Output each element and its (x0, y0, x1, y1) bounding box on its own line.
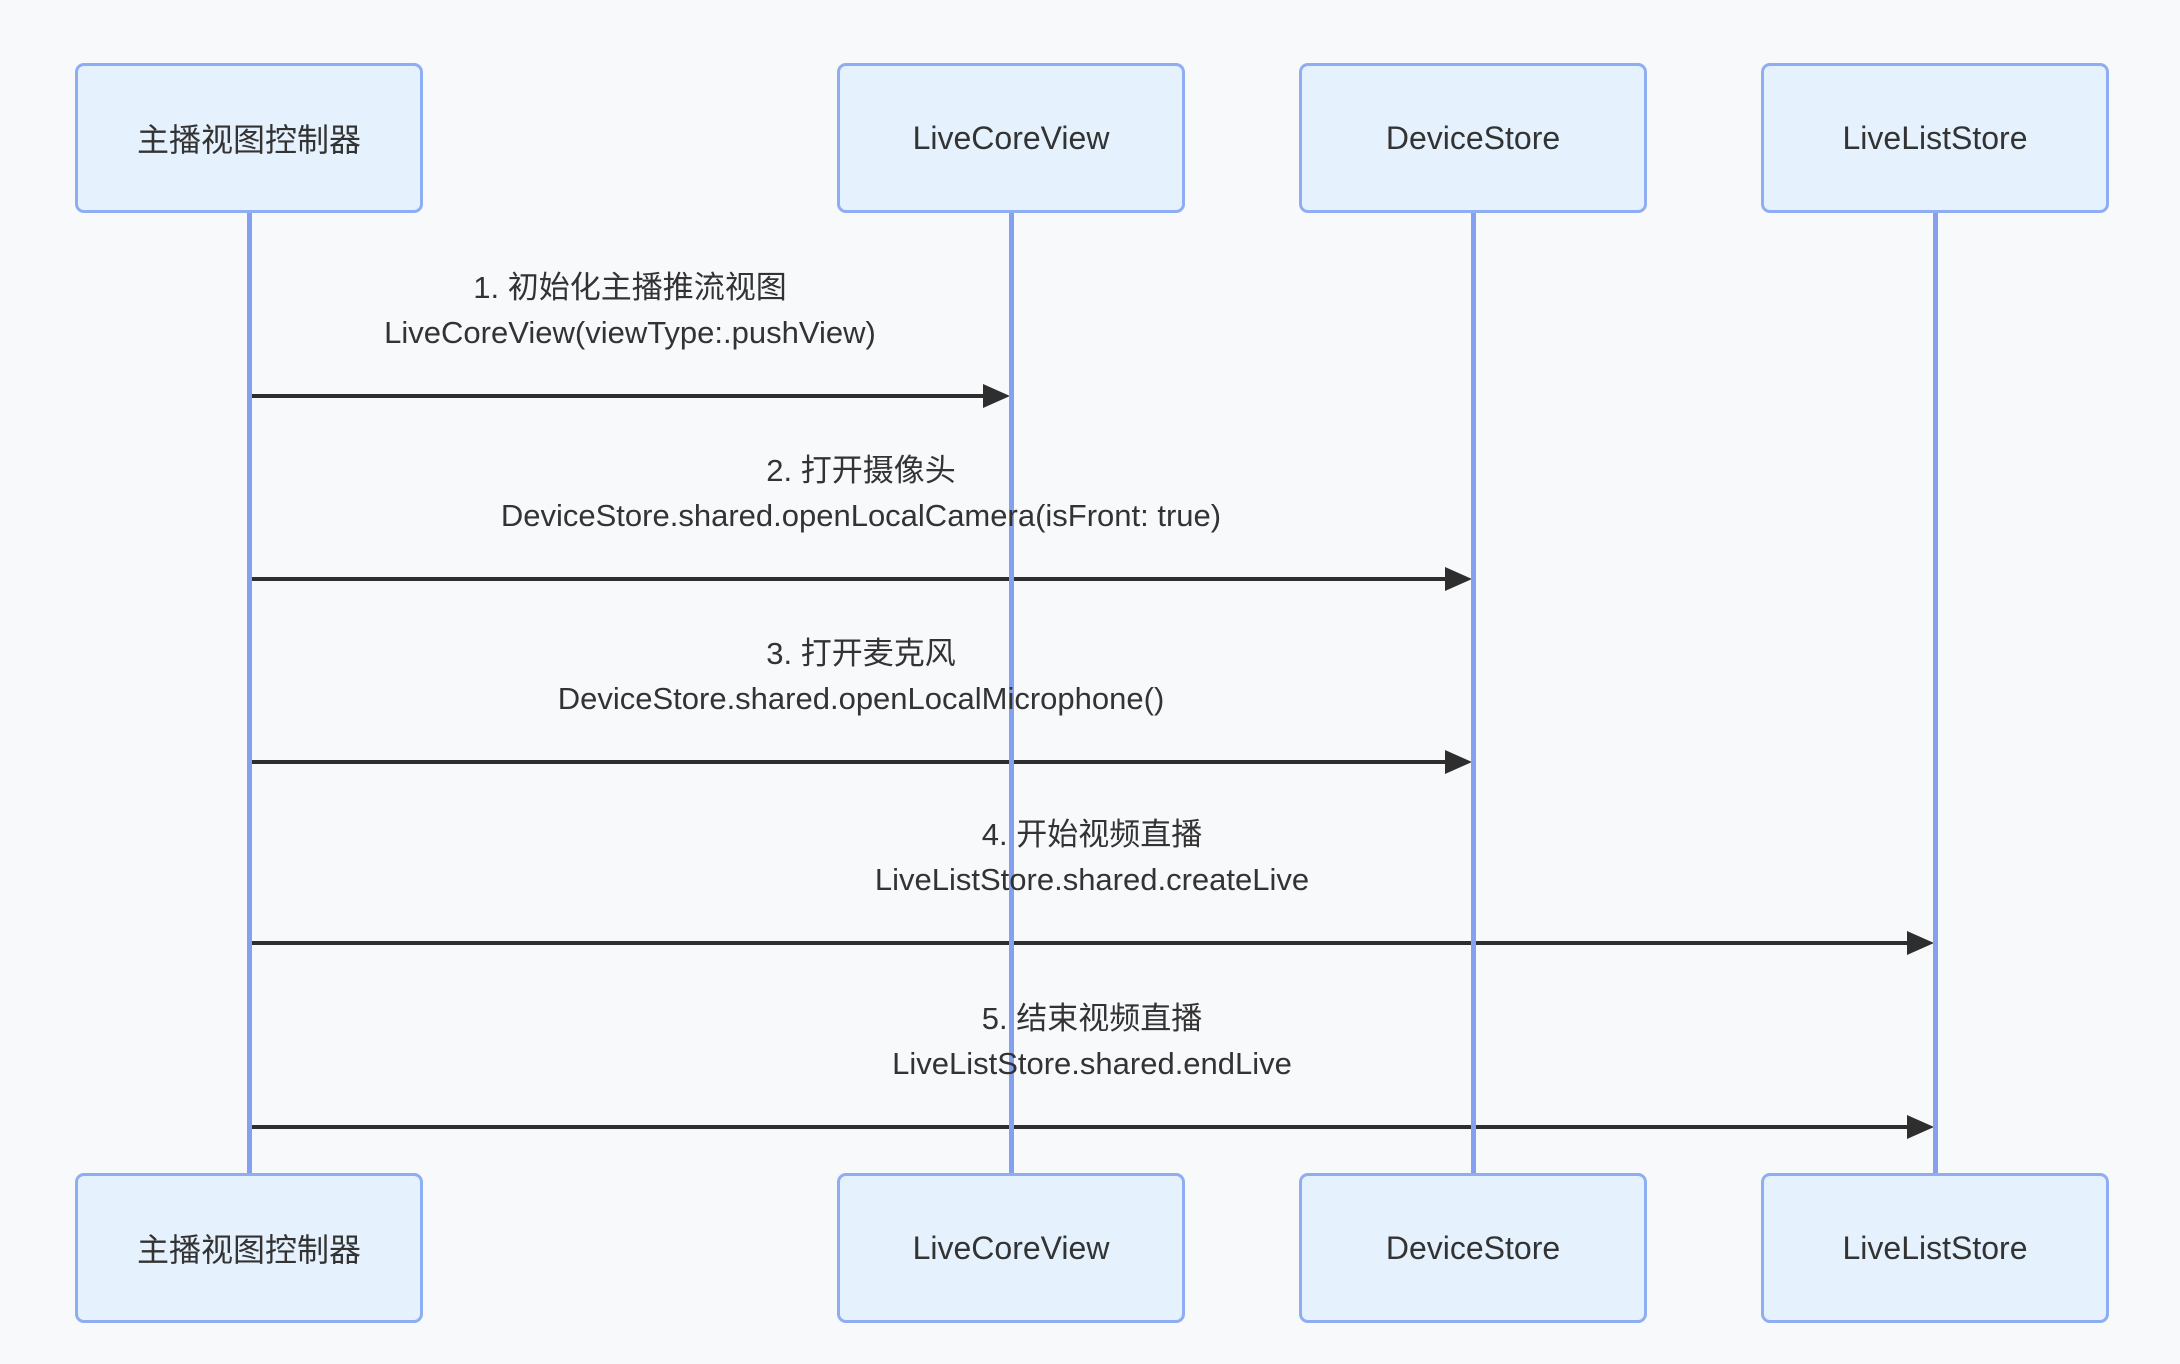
lifeline-anchor-view-controller (247, 210, 252, 1176)
lifeline-live-core-view (1009, 210, 1014, 1176)
message-5-text-line1: 5. 结束视频直播 (981, 1001, 1203, 1036)
message-2-label: 2. 打开摄像头 DeviceStore.shared.openLocalCame… (161, 448, 1561, 538)
actor-top-live-core-view: LiveCoreView (837, 63, 1185, 213)
actor-bottom-anchor-view-controller: 主播视图控制器 (75, 1173, 423, 1323)
lifeline-device-store (1471, 210, 1476, 1176)
message-2-arrow-line (250, 577, 1448, 581)
message-4-arrowhead-icon (1907, 931, 1934, 955)
message-3-label: 3. 打开麦克风 DeviceStore.shared.openLocalMicr… (161, 631, 1561, 721)
message-3-arrow-line (250, 760, 1448, 764)
message-5-label: 5. 结束视频直播 LiveListStore.shared.endLive (392, 996, 1792, 1086)
message-1-text-line2: LiveCoreView(viewType:.pushView) (384, 315, 876, 350)
actor-bottom-device-store: DeviceStore (1299, 1173, 1647, 1323)
message-1-arrow-line (250, 394, 986, 398)
actor-bottom-live-list-store: LiveListStore (1761, 1173, 2109, 1323)
actor-bottom-live-core-view: LiveCoreView (837, 1173, 1185, 1323)
message-5-arrow-line (250, 1125, 1910, 1129)
actor-label: DeviceStore (1385, 1229, 1561, 1266)
message-2-text-line1: 2. 打开摄像头 (766, 453, 956, 488)
actor-label: LiveListStore (1842, 119, 2028, 156)
message-1-label: 1. 初始化主播推流视图 LiveCoreView(viewType:.pushV… (0, 265, 1330, 355)
actor-label: 主播视图控制器 (136, 122, 361, 158)
message-4-text-line1: 4. 开始视频直播 (981, 817, 1203, 852)
actor-label: 主播视图控制器 (136, 1232, 361, 1268)
message-2-text-line2: DeviceStore.shared.openLocalCamera(isFro… (500, 498, 1222, 533)
message-3-text-line1: 3. 打开麦克风 (766, 636, 956, 671)
actor-top-live-list-store: LiveListStore (1761, 63, 2109, 213)
actor-label: DeviceStore (1385, 119, 1561, 156)
message-5-arrowhead-icon (1907, 1115, 1934, 1139)
actor-label: LiveListStore (1842, 1229, 2028, 1266)
message-3-text-line2: DeviceStore.shared.openLocalMicrophone() (557, 681, 1165, 716)
actor-top-anchor-view-controller: 主播视图控制器 (75, 63, 423, 213)
message-5-text-line2: LiveListStore.shared.endLive (892, 1046, 1292, 1081)
message-4-arrow-line (250, 941, 1910, 945)
message-1-text-line1: 1. 初始化主播推流视图 (473, 270, 787, 305)
actor-label: LiveCoreView (912, 1229, 1110, 1266)
message-2-arrowhead-icon (1445, 567, 1472, 591)
message-1-arrowhead-icon (983, 384, 1010, 408)
actor-label: LiveCoreView (912, 119, 1110, 156)
lifeline-live-list-store (1933, 210, 1938, 1176)
message-3-arrowhead-icon (1445, 750, 1472, 774)
message-4-text-line2: LiveListStore.shared.createLive (874, 862, 1310, 897)
message-4-label: 4. 开始视频直播 LiveListStore.shared.createLive (392, 812, 1792, 902)
actor-top-device-store: DeviceStore (1299, 63, 1647, 213)
